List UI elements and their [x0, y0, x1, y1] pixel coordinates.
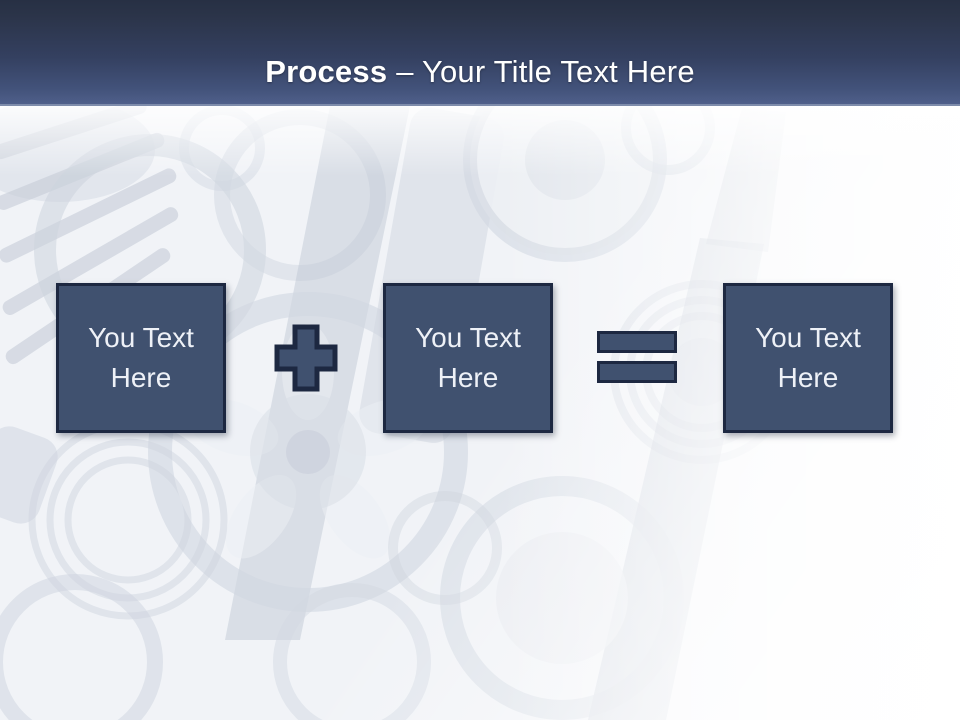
- process-box-1-label: You Text Here: [88, 322, 194, 393]
- process-box-3-label: You Text Here: [755, 322, 861, 393]
- equals-bar-bottom: [597, 361, 677, 383]
- process-box-2-label: You Text Here: [415, 322, 521, 393]
- title-emphasis: Process: [265, 54, 388, 89]
- title-bar: Process – Your Title Text Here: [0, 0, 960, 106]
- title-rest: – Your Title Text Here: [396, 54, 695, 89]
- process-box-3[interactable]: You Text Here: [723, 283, 893, 433]
- process-box-1[interactable]: You Text Here: [56, 283, 226, 433]
- header-glow: [0, 106, 960, 176]
- equals-bar-top: [597, 331, 677, 353]
- process-box-2[interactable]: You Text Here: [383, 283, 553, 433]
- plus-icon: [274, 324, 338, 392]
- page-title[interactable]: Process – Your Title Text Here: [265, 54, 695, 90]
- equals-icon: [597, 331, 677, 383]
